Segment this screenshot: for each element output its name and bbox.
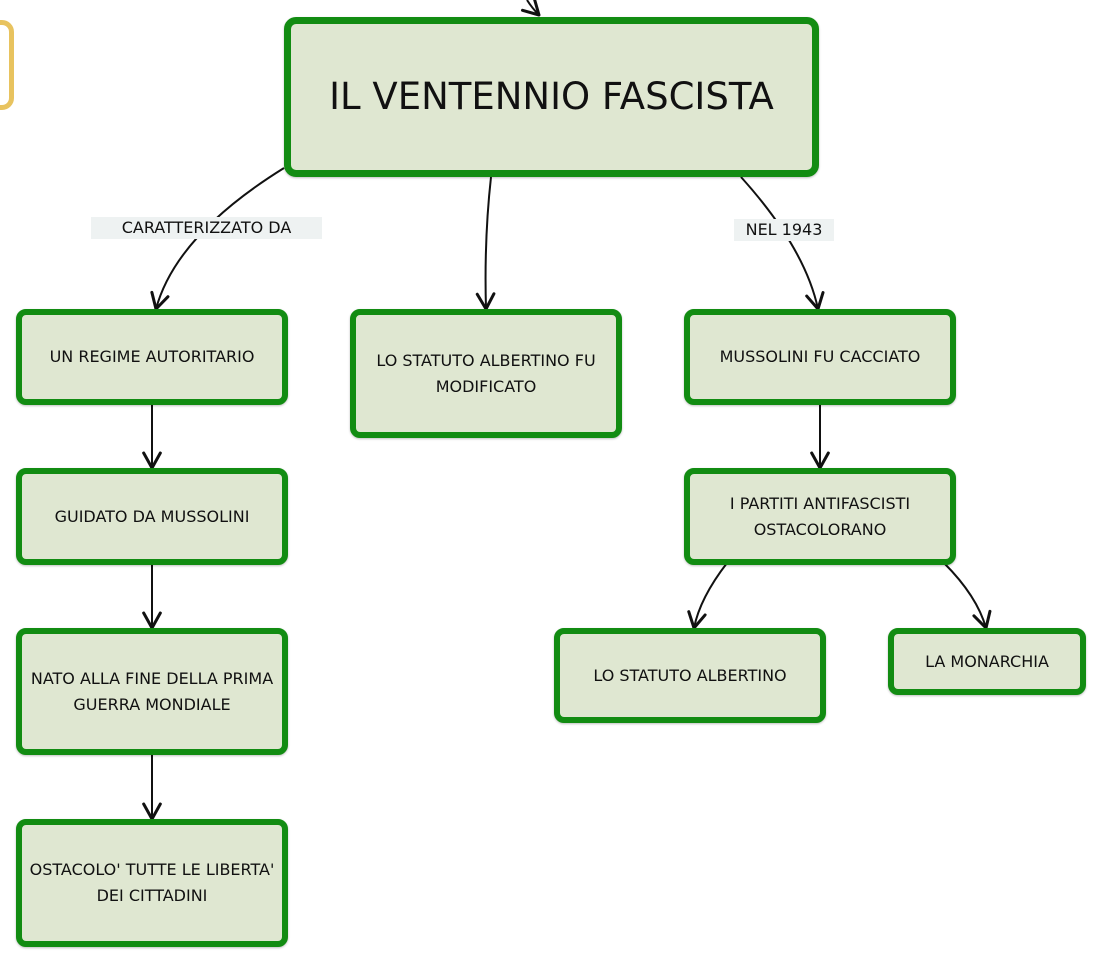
node-statuto-modificato[interactable]: LO STATUTO ALBERTINO FU MODIFICATO [350,309,622,438]
partially-visible-node[interactable] [0,20,14,110]
connector-main-to-statuto-modificato [475,176,496,311]
node-mussolini-cacciato[interactable]: MUSSOLINI FU CACCIATO [684,309,956,405]
connector-main-to-mussolini-cacciato [740,176,825,311]
node-ostacolo-liberta[interactable]: OSTACOLO' TUTTE LE LIBERTA' DEI CITTADIN… [16,819,288,947]
node-partiti-antifascisti[interactable]: I PARTITI ANTIFASCISTI OSTACOLORANO [684,468,956,565]
node-regime-autoritario[interactable]: UN REGIME AUTORITARIO [16,309,288,405]
edge-label-caratterizzato-da: CARATTERIZZATO DA [91,217,322,239]
node-regime-autoritario-label: UN REGIME AUTORITARIO [49,347,255,366]
node-ostacolo-liberta-label: OSTACOLO' TUTTE LE LIBERTA' DEI CITTADIN… [29,860,275,905]
node-statuto-modificato-label: LO STATUTO ALBERTINO FU MODIFICATO [376,350,596,396]
node-monarchia-label: LA MONARCHIA [925,651,1049,671]
connector-partiti-to-statuto [687,562,728,630]
node-mussolini-cacciato-label: MUSSOLINI FU CACCIATO [719,347,921,366]
node-nato-fine-guerra-label: NATO ALLA FINE DELLA PRIMA GUERRA MONDIA… [30,668,274,714]
node-guidato-da-mussolini[interactable]: GUIDATO DA MUSSOLINI [16,468,288,565]
edge-label-nel-1943: NEL 1943 [734,219,834,241]
incoming-connector-main [521,0,541,17]
node-statuto-albertino[interactable]: LO STATUTO ALBERTINO [554,628,826,723]
node-partiti-antifascisti-label: I PARTITI ANTIFASCISTI OSTACOLORANO [729,493,911,539]
connector-partiti-to-monarchia [943,562,992,630]
node-monarchia[interactable]: LA MONARCHIA [888,628,1086,695]
main-topic-node[interactable]: IL VENTENNIO FASCISTA [284,17,819,177]
node-guidato-da-mussolini-label: GUIDATO DA MUSSOLINI [54,506,250,526]
node-statuto-albertino-label: LO STATUTO ALBERTINO [593,665,787,685]
main-topic-title: IL VENTENNIO FASCISTA [329,75,774,118]
node-nato-fine-guerra[interactable]: NATO ALLA FINE DELLA PRIMA GUERRA MONDIA… [16,628,288,755]
